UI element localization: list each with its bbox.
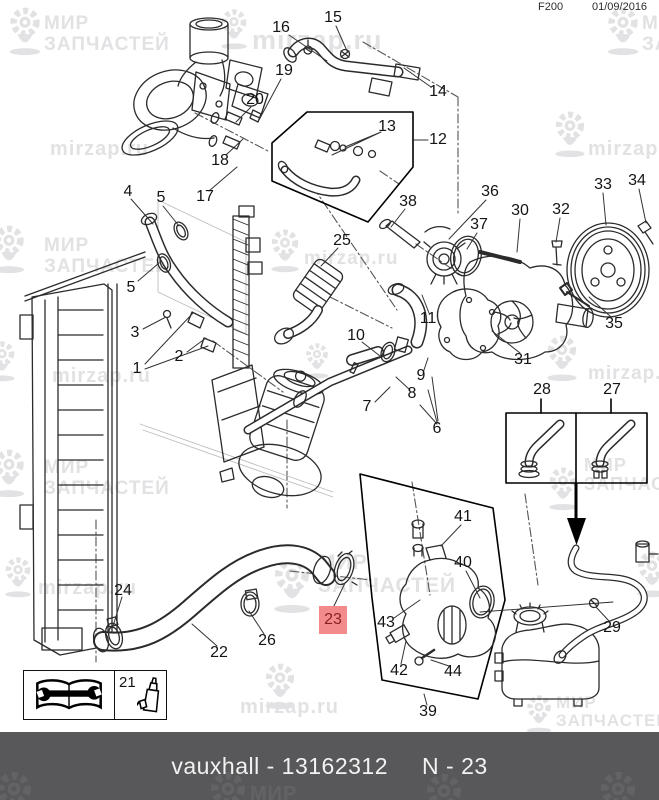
map-pin-gear-icon <box>600 771 636 800</box>
turbocharger-assembly <box>121 17 269 156</box>
part-callout: 12 <box>429 131 447 148</box>
footer-text: vauxhall - 13162312 N - 23 <box>0 732 659 800</box>
map-pin-gear-icon <box>422 772 466 800</box>
legend-cell-sealant: 21 <box>115 671 166 719</box>
part-callout: 13 <box>378 118 396 135</box>
footer-part-number: vauxhall - 13162312 <box>171 752 389 779</box>
part-callout: 30 <box>511 202 529 219</box>
part-callout: 34 <box>628 172 646 189</box>
part-callout: 27 <box>603 381 621 398</box>
part-callout: 15 <box>324 9 342 26</box>
part-callout: 35 <box>605 315 623 332</box>
part-callout: 3 <box>130 324 140 341</box>
part-callout: 32 <box>552 201 570 218</box>
glue-bottle-icon <box>137 677 160 713</box>
header-date: 01/09/2016 <box>592 1 648 13</box>
part-callout: 6 <box>432 420 442 437</box>
part-callout: 16 <box>272 19 290 36</box>
bypass-hose-14 <box>283 37 421 97</box>
map-pin-gear-icon <box>426 773 462 800</box>
part-callout: 2 <box>174 348 184 365</box>
down-arrow <box>567 483 586 545</box>
footer-page-ref: N - 23 <box>422 752 488 779</box>
exploded-parts-diagram <box>19 17 659 707</box>
part-callout: 43 <box>377 614 395 631</box>
map-pin-gear-icon <box>0 770 36 800</box>
part-callout: 10 <box>347 327 365 344</box>
water-pump-group <box>436 250 594 361</box>
map-pin-gear-icon <box>0 771 32 800</box>
part-callout: 22 <box>210 644 228 661</box>
part-callout: 17 <box>196 188 214 205</box>
part-callout: 26 <box>258 632 276 649</box>
part-callout: 36 <box>481 183 499 200</box>
part-callout: 40 <box>454 554 472 571</box>
part-callout: 18 <box>211 152 229 169</box>
hose-4-5-group <box>140 212 234 328</box>
part-callout: 7 <box>362 398 372 415</box>
part-callout: 44 <box>444 663 462 680</box>
detail-box-27-28 <box>505 398 648 545</box>
map-pin-gear-icon <box>596 770 640 800</box>
part-callout: 19 <box>275 62 293 79</box>
part-callout-highlighted: 23 <box>319 606 347 634</box>
heater-pipes <box>243 282 428 435</box>
part-callout: 33 <box>594 176 612 193</box>
part-callout: 5 <box>126 279 136 296</box>
map-pin-gear-icon <box>210 771 246 800</box>
legend-box: 21 <box>23 670 167 720</box>
legend-cell-manual <box>24 671 115 719</box>
part-callout: 9 <box>416 367 426 384</box>
thermostat-group <box>379 218 482 285</box>
part-callout: 28 <box>533 381 551 398</box>
part-callout: 38 <box>399 193 417 210</box>
oil-cooler-assembly <box>211 258 344 499</box>
legend-part-number: 21 <box>119 674 136 691</box>
detail-box-12 <box>271 111 414 223</box>
leader-lines <box>112 25 647 706</box>
radiator-hose-22 <box>92 544 358 653</box>
header-figure-code: F200 <box>538 1 564 13</box>
part-callout: 4 <box>123 183 133 200</box>
part-callout: 29 <box>603 619 621 636</box>
pulley-and-bolts <box>551 220 654 318</box>
expansion-tank-group <box>479 540 659 707</box>
part-callout: 8 <box>407 385 417 402</box>
part-callout: 14 <box>429 83 447 100</box>
part-callout: 41 <box>454 508 472 525</box>
part-callout: 25 <box>333 232 351 249</box>
part-callout: 42 <box>390 662 408 679</box>
part-callout: 31 <box>514 351 532 368</box>
book-wrench-icon <box>36 679 102 710</box>
part-callout: 39 <box>419 703 437 720</box>
map-pin-gear-icon <box>206 770 250 800</box>
part-callout: 24 <box>114 582 132 599</box>
part-callout: 1 <box>132 360 142 377</box>
part-callout: 37 <box>470 216 488 233</box>
background-panel <box>139 199 334 498</box>
part-callout: 11 <box>419 310 437 327</box>
detail-box-39 <box>359 473 506 700</box>
part-callout: 5 <box>156 189 166 206</box>
part-callout: 20 <box>246 91 264 108</box>
